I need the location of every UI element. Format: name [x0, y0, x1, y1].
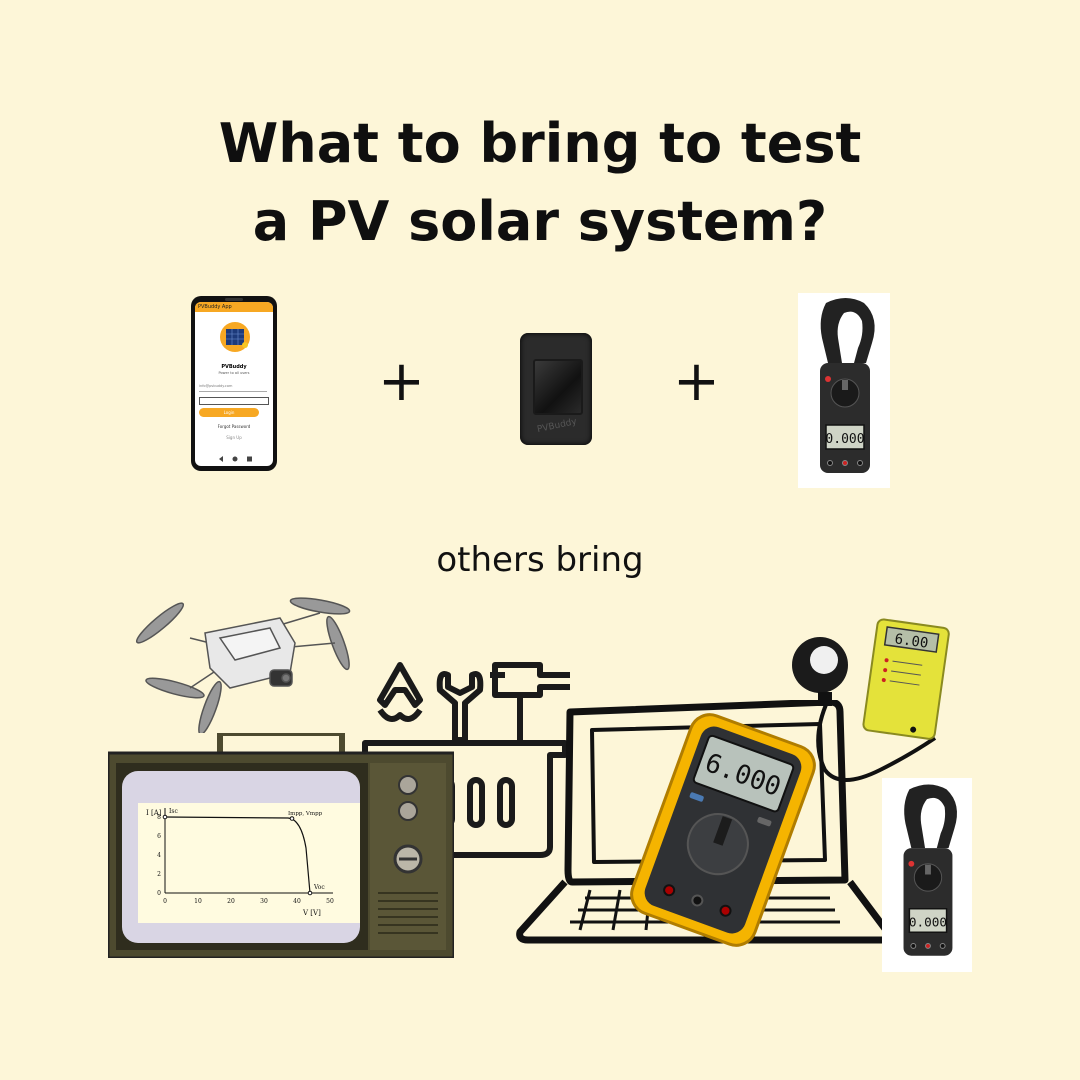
chart-isc-label: Isc	[169, 808, 178, 815]
iv-curve-chart: I [A] Isc Impp, Vmpp Voc V [V] 0 10 20 3…	[146, 808, 334, 917]
clamp-meter-reading-2: 0.000	[909, 914, 947, 929]
title-line-2: a PV solar system?	[252, 190, 828, 253]
page-title: What to bring to test a PV solar system?	[0, 105, 1080, 261]
clamp-meter-reading: 0.000	[825, 432, 864, 447]
title-line-1: What to bring to test	[218, 112, 862, 175]
lux-meter-reading: 6.00	[894, 631, 930, 652]
x-tick-20: 20	[227, 898, 235, 905]
y-tick-6: 6	[157, 833, 161, 840]
phone-notch	[225, 298, 243, 301]
lux-meter-probe-icon	[792, 637, 937, 782]
chart-mpp-label: Impp, Vmpp	[288, 811, 323, 817]
lux-meter-icon: 6.00	[862, 618, 950, 740]
phone-screen: PVBuddy App PVBuddy Power to all users i…	[195, 302, 273, 466]
plus-sign-2: +	[673, 349, 720, 414]
phone-app-header: PVBuddy App	[195, 302, 273, 312]
phone-nav-icons	[219, 456, 252, 462]
y-tick-4: 4	[157, 852, 161, 859]
chart-xlabel: V [V]	[302, 909, 321, 917]
phone-login-button[interactable]: Login	[199, 408, 259, 417]
clamp-meter-icon: 0.000	[798, 293, 890, 488]
solar-sensor-icon: PVBuddy	[520, 333, 592, 445]
x-tick-40: 40	[293, 898, 301, 905]
others-bring-label: others bring	[436, 540, 644, 580]
phone-tagline: Power to all users	[218, 371, 250, 375]
device-brand: PVBuddy	[536, 416, 578, 436]
tv-icon: I [A] Isc Impp, Vmpp Voc V [V] 0 10 20 3…	[108, 733, 454, 958]
x-tick-50: 50	[326, 898, 334, 905]
phone-signup-link[interactable]: Sign Up	[226, 435, 242, 440]
y-tick-2: 2	[157, 871, 161, 878]
plus-sign-1: +	[378, 349, 425, 414]
x-tick-10: 10	[194, 898, 202, 905]
chart-ylabel: I [A]	[146, 809, 162, 817]
multimeter-icon: 6.000	[630, 713, 816, 947]
phone-app-name: PVBuddy	[221, 364, 247, 370]
x-tick-30: 30	[260, 898, 268, 905]
phone-email-field[interactable]: info@pvbuddy.com	[199, 384, 267, 392]
phone-password-field[interactable]	[199, 397, 269, 405]
clamp-meter-icon-2: 0.000	[882, 778, 972, 972]
solar-panel-logo-icon	[220, 322, 250, 352]
phone-forgot-link[interactable]: Forgot Password	[217, 424, 251, 429]
chart-voc-label: Voc	[313, 884, 325, 891]
x-tick-0: 0	[163, 898, 167, 905]
y-tick-0: 0	[157, 890, 161, 897]
iv-curve-line	[164, 816, 311, 894]
smartphone-icon: PVBuddy App PVBuddy Power to all users i…	[191, 296, 277, 471]
drone-icon	[135, 597, 351, 733]
y-tick-8: 8	[157, 814, 161, 821]
sensor-panel	[533, 359, 583, 415]
